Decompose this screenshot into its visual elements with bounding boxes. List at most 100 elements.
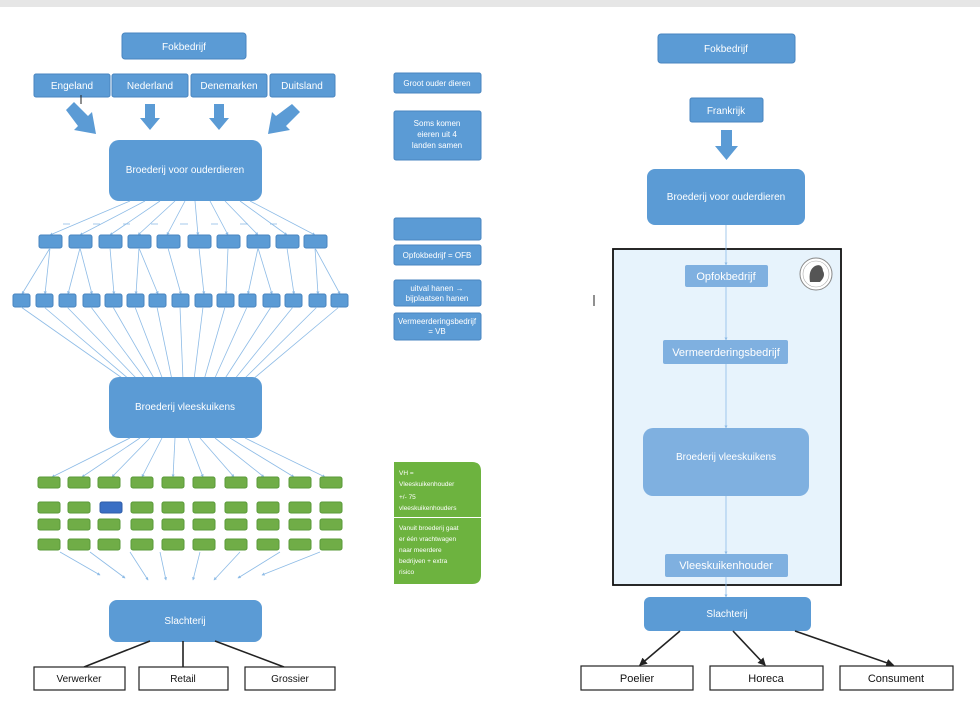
- ofb-box: [127, 234, 152, 249]
- vh-box: [288, 538, 312, 551]
- ofb-box: [98, 234, 123, 249]
- connector-grossier: [214, 640, 285, 668]
- vb-box: [82, 293, 101, 308]
- note-green-vh-line1: VH =: [399, 470, 414, 477]
- vh-box: [67, 501, 91, 514]
- window-top-bar: [0, 0, 980, 7]
- right-slaughter-label: Slachterij: [706, 609, 747, 620]
- arrow-engeland: [66, 102, 96, 134]
- right-vleeskuikenhouder-box: [665, 554, 788, 577]
- ofb-box: [246, 234, 271, 249]
- country-box-duitsland: [269, 73, 336, 98]
- arrow-denemarken: [209, 104, 229, 130]
- vh-box: [224, 476, 248, 489]
- vh-box: [192, 501, 216, 514]
- note-green-risico-line4: bedrijven + extra: [399, 558, 448, 565]
- note-vb-line2: = VB: [428, 327, 446, 336]
- output-label-horeca: Horeca: [748, 673, 784, 685]
- vh-box: [256, 476, 280, 489]
- note-green-risico: [394, 518, 481, 584]
- country-box-nederland: [111, 73, 189, 98]
- vh-box: [67, 518, 91, 531]
- vh-box: [192, 518, 216, 531]
- vh-box: [319, 476, 343, 489]
- note-eieren-line2: eieren uit 4: [417, 130, 457, 139]
- connector-poelier: [638, 630, 681, 666]
- arrow-nederland: [140, 104, 160, 130]
- note-green-vh-line4: vleeskuikenhouders: [399, 505, 457, 512]
- vb-box: [216, 293, 235, 308]
- country-box-engeland: [33, 73, 111, 98]
- left-hatchery-parents-label: Broederij voor ouderdieren: [126, 165, 244, 176]
- vh-box: [67, 538, 91, 551]
- vh-box: [192, 476, 216, 489]
- left-diagram: Fokbedrijf Engeland Nederland Denemarken…: [12, 32, 349, 691]
- vb-box: [238, 293, 257, 308]
- vh-box: [37, 518, 61, 531]
- note-green-risico-line3: naar meerdere: [399, 547, 442, 554]
- vh-box: [130, 538, 154, 551]
- note-eieren-line1: Soms komen: [414, 119, 461, 128]
- right-hatchery-parents-label: Broederij voor ouderdieren: [667, 192, 785, 203]
- vh-box-highlighted: [99, 501, 123, 514]
- note-green-risico-line1: Vanuit broederij gaat: [399, 525, 459, 532]
- vh-box: [37, 501, 61, 514]
- output-label-retail: Retail: [170, 674, 196, 685]
- output-label-grossier: Grossier: [271, 674, 309, 685]
- fan-lines-ofb: [49, 200, 316, 236]
- vh-box: [161, 501, 185, 514]
- vh-box: [161, 538, 185, 551]
- vh-box: [288, 518, 312, 531]
- vb-box: [308, 293, 327, 308]
- vh-box: [319, 501, 343, 514]
- right-opfokbedrijf-box: [685, 265, 768, 287]
- country-label-duitsland: Duitsland: [281, 81, 323, 92]
- vb-box: [104, 293, 123, 308]
- right-vermeerderingsbedrijf-label: Vermeerderingsbedrijf: [672, 347, 781, 359]
- vb-box: [58, 293, 77, 308]
- vh-box: [67, 476, 91, 489]
- notes-column: Groot ouder dieren Soms komen eieren uit…: [393, 72, 482, 584]
- ofb-box: [68, 234, 93, 249]
- country-label-engeland: Engeland: [51, 81, 93, 92]
- arrow-duitsland: [268, 104, 300, 134]
- output-label-verwerker: Verwerker: [56, 674, 102, 685]
- note-vermeerderingsbedrijf-vb: [393, 312, 482, 341]
- note-vb-line1: Vermeerderingsbedrijf: [398, 317, 477, 326]
- note-opfokbedrijf-ofb: [393, 244, 482, 266]
- note-green-risico-line2: er één vrachtwagen: [399, 536, 456, 543]
- vb-box: [194, 293, 213, 308]
- output-box-verwerker: [33, 666, 126, 691]
- converge-lines: [20, 306, 340, 381]
- left-fokbedrijf-box: [121, 32, 247, 60]
- right-country-label-frankrijk: Frankrijk: [707, 106, 746, 117]
- ofb-box: [216, 234, 241, 249]
- country-label-nederland: Nederland: [127, 81, 173, 92]
- vh-box: [130, 476, 154, 489]
- ofb-row: [38, 234, 328, 249]
- vh-box: [161, 476, 185, 489]
- connector-verwerker: [83, 640, 151, 668]
- vh-box: [192, 538, 216, 551]
- note-eieren-4-landen: [393, 110, 482, 161]
- vh-box: [97, 538, 121, 551]
- converge-to-slaughter: [59, 551, 321, 581]
- output-box-consument: [839, 665, 954, 691]
- right-hatchery-parents-box: [647, 169, 805, 225]
- vb-box: [148, 293, 167, 308]
- vb-box: [35, 293, 54, 308]
- vh-box: [256, 501, 280, 514]
- output-box-poelier: [580, 665, 694, 691]
- right-slaughter-box: [644, 597, 811, 631]
- connector-consument: [794, 630, 895, 667]
- vh-box: [319, 538, 343, 551]
- vb-box: [126, 293, 145, 308]
- vh-box: [97, 476, 121, 489]
- vh-box: [288, 476, 312, 489]
- farm-chain-panel: [612, 248, 842, 586]
- output-box-retail: [138, 666, 229, 691]
- note-uitval-line1: uitval hanen →: [410, 284, 463, 293]
- vh-box: [256, 538, 280, 551]
- vh-box: [97, 518, 121, 531]
- vh-box: [224, 518, 248, 531]
